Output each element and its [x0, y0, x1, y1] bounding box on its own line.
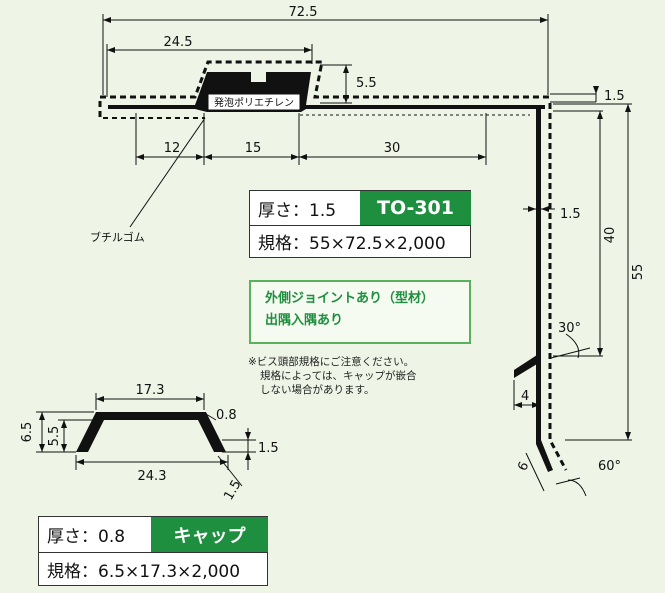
cap-dim-lip: 1.5: [258, 441, 279, 456]
cap-dim-top-width: 17.3: [136, 383, 165, 398]
dim-angle-60: 60°: [598, 459, 621, 474]
cap-spec-label: 規格：6.5×17.3×2,000: [47, 561, 241, 582]
to301-thickness-row: 厚さ：1.5: [250, 191, 470, 226]
cap-body: [76, 412, 226, 452]
cap-spec-row: 規格：6.5×17.3×2,000: [39, 552, 267, 586]
dim-total-width: 72.5: [289, 5, 318, 20]
rubber-label: ブチルゴム: [90, 230, 145, 244]
to301-spec-box: 厚さ：1.5 TO-301 規格：55×72.5×2,000: [249, 190, 471, 258]
joint-info-box: 外側ジョイントあり（型材） 出隅入隅あり: [249, 280, 471, 344]
cap-dim-height-inner: 5.5: [47, 426, 62, 447]
dim-seg-30: 30: [384, 141, 401, 156]
dim-height-40: 40: [603, 227, 618, 244]
cap-thickness-label: 厚さ：0.8: [47, 527, 126, 547]
dim-bump-height: 5.5: [356, 76, 377, 91]
dim-top-width: 24.5: [164, 35, 193, 50]
foam-label-bg: [207, 93, 301, 111]
note-line-2: 規格によっては、キャップが嵌合: [260, 370, 417, 382]
note-line-3: しない場合があります。: [260, 384, 375, 396]
to301-spec-label: 規格：55×72.5×2,000: [258, 234, 446, 254]
joint-line-1: 外側ジョイントあり（型材）: [265, 291, 435, 306]
to301-spec-row: 規格：55×72.5×2,000: [250, 225, 470, 258]
screw-head-note: ※ビス頭部規格にご注意ください。 規格によっては、キャップが嵌合 しない場合があ…: [248, 355, 416, 397]
dim-thickness-side: 1.5: [560, 207, 581, 222]
dim-leg-4: 4: [521, 389, 529, 404]
dim-angle-30: 30°: [558, 321, 581, 336]
dim-seg-15: 15: [245, 141, 262, 156]
note-line-1: ※ビス頭部規格にご注意ください。: [248, 356, 415, 368]
cap-dim-height-outer: 6.5: [20, 422, 35, 443]
cap-dim-thickness: 0.8: [216, 408, 237, 423]
dim-thickness-top: 1.5: [604, 89, 625, 104]
foam-label: 発泡ポリエチレン: [214, 96, 294, 109]
to301-thickness-label: 厚さ：1.5: [258, 200, 337, 221]
to301-product-code: TO-301: [360, 191, 471, 225]
cap-dim-bottom-width: 24.3: [138, 469, 167, 484]
cap-spec-box: 厚さ：0.8 キャップ 規格：6.5×17.3×2,000: [38, 516, 268, 586]
inner-leg: [514, 355, 537, 378]
joint-line-2: 出隅入隅あり: [265, 313, 344, 328]
rubber-outline: [98, 60, 550, 117]
cap-profile: 17.3 0.8 1.5 24.3 6.5 5.5 1.5: [20, 383, 279, 503]
cap-dim-lip-diag: 1.5: [221, 478, 244, 503]
cap-thickness-row: 厚さ：0.8: [39, 517, 267, 553]
side-dashed: [548, 103, 568, 471]
arrow-heads: [103, 17, 631, 440]
cap-product-name: キャップ: [151, 517, 268, 552]
dim-seg-12: 12: [164, 141, 181, 156]
main-profile: 72.5 24.5 5.5 1.5 12 15 30 1.5 40 55 30°…: [90, 5, 646, 497]
dim-height-55: 55: [631, 264, 646, 281]
